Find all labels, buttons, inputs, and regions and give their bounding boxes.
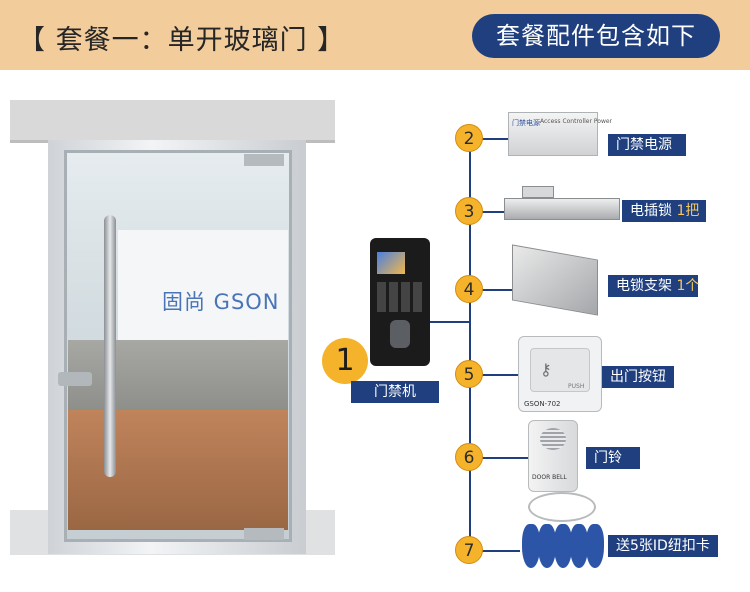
id-card-tag bbox=[538, 524, 556, 568]
item-label-6: 门铃 bbox=[586, 447, 640, 469]
item-label-3: 电插锁 1把 bbox=[622, 200, 706, 222]
connector-4 bbox=[470, 289, 514, 291]
connector-2 bbox=[470, 138, 510, 140]
door-hinge-top bbox=[244, 154, 284, 166]
id-card-tag bbox=[586, 524, 604, 568]
id-card-tag bbox=[554, 524, 572, 568]
item-number-7: 7 bbox=[455, 536, 483, 564]
doorbell-speaker-grill bbox=[540, 428, 566, 450]
item-label-7: 送5张ID纽扣卡 bbox=[608, 535, 718, 557]
door-room-counter bbox=[68, 340, 288, 410]
keyring bbox=[528, 492, 596, 522]
connector-7 bbox=[470, 550, 520, 552]
door-room-floor bbox=[68, 410, 288, 530]
connector-device bbox=[430, 321, 470, 323]
item-number-3: 3 bbox=[455, 197, 483, 225]
access-controller-screen bbox=[377, 252, 405, 274]
item-number-1: 1 bbox=[322, 338, 368, 384]
door-logo: 固尚 GSON bbox=[162, 290, 280, 314]
power-supply-image bbox=[508, 112, 598, 156]
item-number-6: 6 bbox=[455, 443, 483, 471]
electric-lock-image bbox=[504, 198, 620, 220]
doorbell-text: DOOR BELL bbox=[532, 474, 567, 481]
header-banner: 【 套餐一：单开玻璃门 】 套餐配件包含如下 bbox=[0, 0, 750, 70]
exit-button-model: GSON-702 bbox=[524, 400, 561, 408]
power-supply-subtitle: Access Controller Power bbox=[540, 118, 613, 125]
door-room-wall bbox=[118, 230, 288, 340]
connector-6 bbox=[470, 457, 528, 459]
door-handle bbox=[104, 215, 116, 477]
item-label-1: 门禁机 bbox=[351, 381, 439, 403]
item-number-5: 5 bbox=[455, 360, 483, 388]
item-number-4: 4 bbox=[455, 275, 483, 303]
header-title: 【 套餐一：单开玻璃门 】 bbox=[18, 25, 346, 56]
connector-3 bbox=[470, 211, 506, 213]
connector-5 bbox=[470, 374, 520, 376]
id-card-tag bbox=[570, 524, 588, 568]
door-hinge-bottom bbox=[244, 528, 284, 540]
door-scene-ceiling bbox=[10, 100, 335, 143]
exit-button-face bbox=[530, 348, 590, 392]
access-controller-keypad bbox=[377, 282, 423, 312]
item-label-4: 电锁支架 1个 bbox=[608, 275, 699, 297]
fingerprint-sensor bbox=[390, 320, 410, 348]
item-number-2: 2 bbox=[455, 124, 483, 152]
power-supply-brand: 门禁电源 bbox=[512, 119, 540, 127]
connector-vertical bbox=[469, 138, 471, 554]
key-icon: ⚷ bbox=[540, 360, 552, 379]
header-pill: 套餐配件包含如下 bbox=[472, 14, 720, 58]
item-label-5: 出门按钮 bbox=[602, 366, 674, 388]
item-label-2: 门禁电源 bbox=[608, 134, 686, 156]
electric-lock-top bbox=[522, 186, 554, 198]
exit-button-push-text: PUSH bbox=[568, 383, 585, 390]
lock-bracket-image bbox=[512, 244, 598, 316]
door-lock bbox=[58, 372, 92, 386]
id-card-tag bbox=[522, 524, 540, 568]
